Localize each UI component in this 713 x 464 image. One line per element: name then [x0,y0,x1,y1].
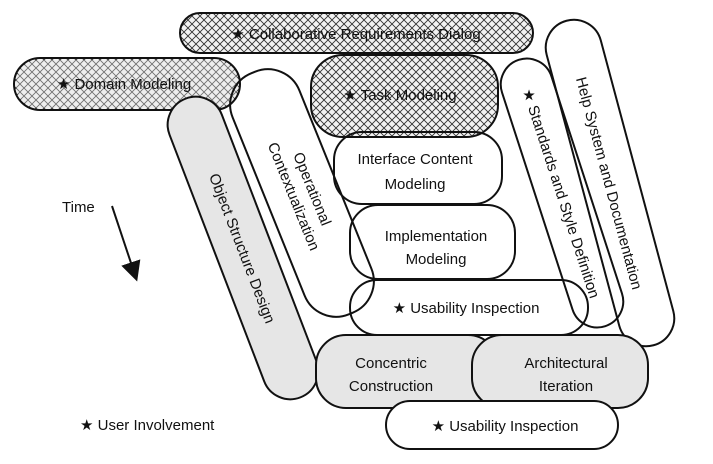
implementation-label-line1: Implementation [385,228,488,245]
implementation-label-line2: Modeling [406,251,467,268]
time-arrow [111,205,141,282]
usability-inspection-inner-label: ★ Usability Inspection [393,300,540,317]
concentric-label-line1: Concentric [355,355,427,372]
help-system-box [544,18,676,348]
object-structure-design-box [166,95,320,401]
collaborative-requirements-dialog-label: ★ Collaborative Requirements Dialog [231,26,480,43]
task-modeling-label: ★ Task Modeling [343,87,456,104]
interface-content-label-line1: Interface Content [357,151,473,168]
collaborative-requirements-dialog-box [179,12,534,54]
usability-inspection-bottom-label: ★ Usability Inspection [432,418,579,435]
time-label: Time [62,199,95,216]
interface-content-modeling-box [333,131,503,205]
standards-style-box [499,57,625,329]
domain-modeling-label: ★ Domain Modeling [57,76,191,93]
architectural-label-line1: Architectural [524,355,607,372]
interface-content-label-line2: Modeling [385,176,446,193]
concentric-label-line2: Construction [349,378,433,395]
usability-inspection-bottom-box [385,400,619,450]
domain-modeling-box [13,57,241,111]
task-modeling-box [310,54,499,138]
user-involvement-legend: ★ User Involvement [80,417,215,434]
architectural-label-line2: Iteration [539,378,593,395]
